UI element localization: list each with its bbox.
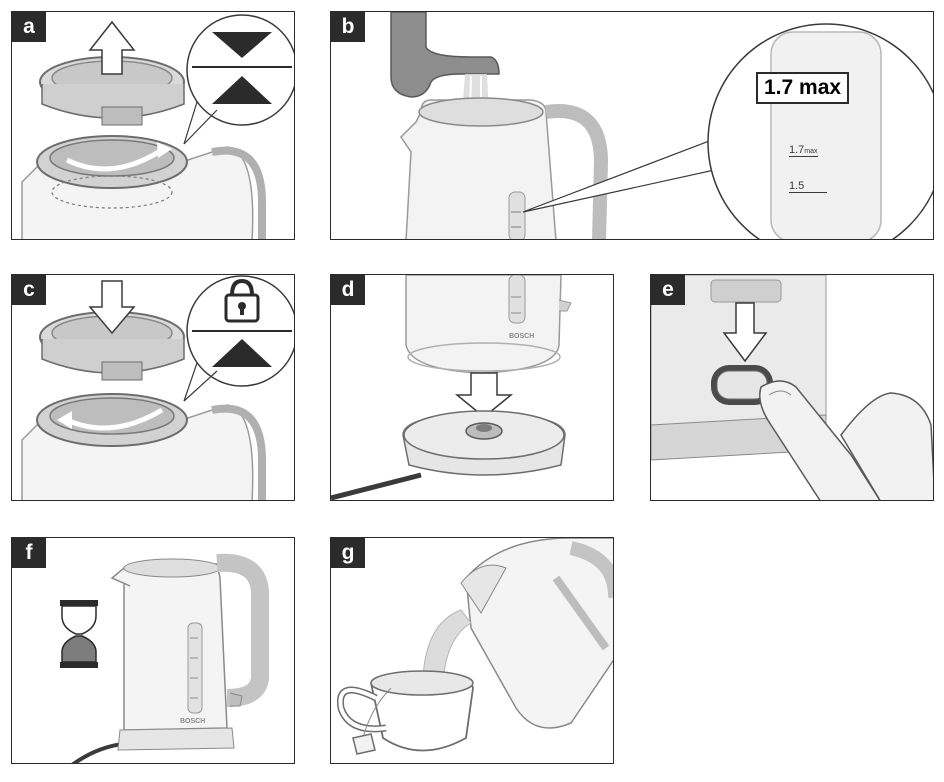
panel-a: a	[11, 11, 295, 240]
wait-illustration	[60, 553, 270, 763]
fill-mark-1-5: 1.5	[789, 180, 827, 193]
power-switch-illustration	[651, 275, 933, 500]
step-label-g: g	[331, 538, 365, 568]
base-placement-illustration	[331, 275, 572, 500]
step-label-f: f	[12, 538, 46, 568]
step-label-b: b	[331, 12, 365, 42]
filling-illustration	[390, 12, 933, 239]
panel-e: e	[650, 274, 934, 501]
brand-logo-f: BOSCH	[180, 718, 206, 725]
panel-c: c	[11, 274, 295, 501]
step-label-a: a	[12, 12, 46, 42]
filter-removal-illustration	[21, 14, 294, 239]
pouring-illustration	[336, 538, 613, 755]
filter-insert-illustration	[21, 275, 294, 500]
panel-g: g	[330, 537, 614, 764]
panel-d: d BOSCH	[330, 274, 614, 501]
panel-f: f BOSCH	[11, 537, 295, 764]
step-label-c: c	[12, 275, 46, 305]
step-label-e: e	[651, 275, 685, 305]
max-fill-label: 1.7 max	[756, 72, 850, 104]
fill-mark-max: 1.7max	[789, 144, 818, 157]
panel-b: b 1.7 max 1.7max 1.5	[330, 11, 934, 240]
brand-logo-d: BOSCH	[509, 333, 535, 340]
step-label-d: d	[331, 275, 365, 305]
